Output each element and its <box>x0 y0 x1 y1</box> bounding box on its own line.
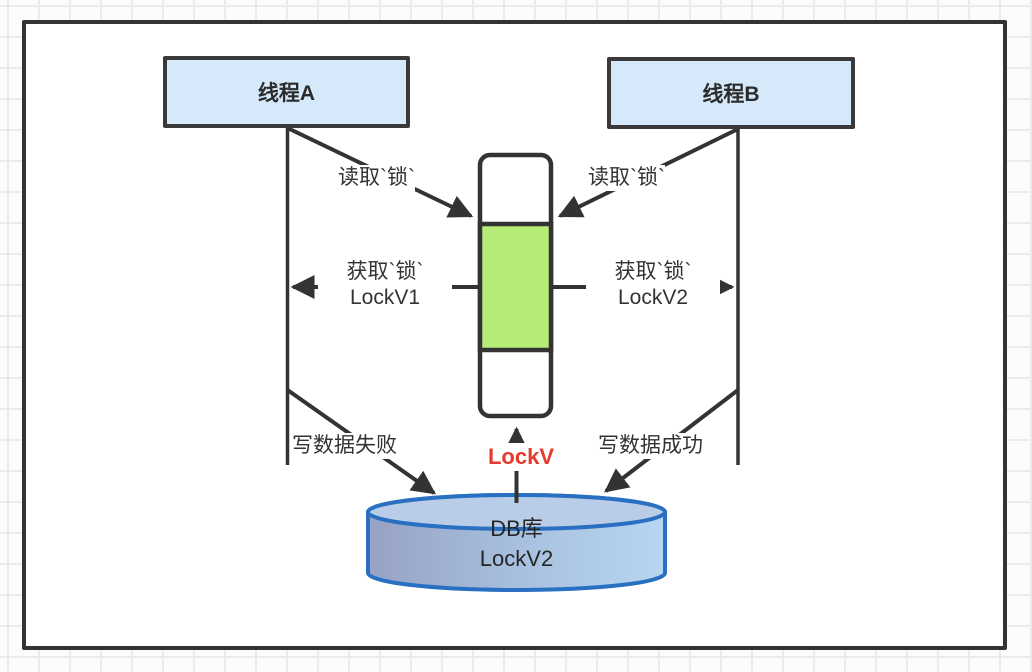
acquire-lock-left-line1: 获取`锁` <box>346 260 424 283</box>
acquire-lock-right-line2: LockV2 <box>617 286 689 310</box>
thread-a-label: 线程A <box>257 82 316 105</box>
acquire-lock-left-label: 获取`锁` LockV1 <box>318 259 452 312</box>
read-lock-left-label: 读取`锁` <box>338 165 415 192</box>
database-lock-version: LockV2 <box>479 546 554 572</box>
database-label: DB库 LockV2 <box>368 514 665 575</box>
write-fail-label: 写数据失败 <box>292 433 397 460</box>
read-lock-right-label: 读取`锁` <box>588 165 665 192</box>
thread-b-box: 线程B <box>607 57 855 129</box>
thread-a-box: 线程A <box>163 56 410 128</box>
write-success-label: 写数据成功 <box>598 433 703 460</box>
database-name: DB库 <box>490 516 543 541</box>
acquire-lock-right-line1: 获取`锁` <box>614 260 692 283</box>
acquire-lock-left-line2: LockV1 <box>349 286 421 310</box>
lock-value-label: LockV <box>486 443 556 471</box>
acquire-lock-right-label: 获取`锁` LockV2 <box>586 259 720 312</box>
thread-b-label: 线程B <box>702 83 760 106</box>
